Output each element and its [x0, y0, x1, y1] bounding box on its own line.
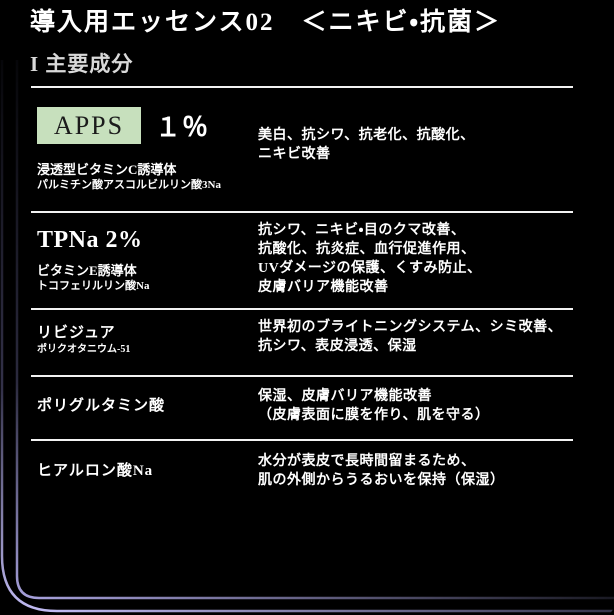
effects-cell: 抗シワ、ニキビ・目のクマ改善、 抗酸化、抗炎症、血行促進作用、 UVダメージの保… [258, 213, 573, 308]
ingredient-table: APPS １％ 浸透型ビタミンC誘導体 パルミチン酸アスコルビルリン酸3Na 美… [31, 86, 573, 551]
effects-line: 抗シワ、ニキビ・目のクマ改善、 [258, 223, 466, 238]
effects-line: 肌の外側からうるおいを保持（保湿） [258, 473, 505, 488]
ingredient-chemical: パルミチン酸アスコルビルリン酸3Na [37, 179, 221, 191]
effects-cell: 保湿、皮膚バリア機能改善 （皮膚表面に膜を作り、肌を守る） [258, 377, 573, 439]
effects-cell: 美白、抗シワ、抗老化、抗酸化、 ニキビ改善 [258, 88, 573, 211]
table-row-hyaluronic-acid: ヒアルロン酸Na 水分が表皮で長時間留まるため、 肌の外側からうるおいを保持（保… [31, 441, 573, 551]
ingredient-concentration: １％ [155, 113, 210, 142]
effects-line: 皮膚バリア機能改善 [258, 280, 389, 295]
effects-cell: 水分が表皮で長時間留まるため、 肌の外側からうるおいを保持（保湿） [258, 441, 573, 551]
ingredient-cell: リビジュア ポリクオタニウム-51 [31, 310, 258, 375]
ingredient-cell: ヒアルロン酸Na [31, 441, 258, 551]
ingredient-chemical: ポリクオタニウム-51 [37, 344, 131, 355]
table-row-tpna: TPNa 2% ビタミンE誘導体 トコフェリルリン酸Na 抗シワ、ニキビ・目のク… [31, 213, 573, 310]
ingredient-name: TPNa 2% [37, 227, 143, 253]
effects-line: 世界初のブライトニングシステム、シミ改善、 [258, 320, 563, 335]
ingredient-subtitle: ビタミンE誘導体 [37, 263, 137, 278]
apps-badge: APPS [37, 107, 141, 144]
effects-line: 美白、抗シワ、抗老化、抗酸化、 [258, 128, 475, 143]
ingredient-chemical: トコフェリルリン酸Na [37, 280, 150, 292]
effects-cell: 世界初のブライトニングシステム、シミ改善、 抗シワ、表皮浸透、保湿 [258, 310, 573, 375]
ingredient-name: ヒアルロン酸Na [37, 463, 154, 479]
ingredient-name: リビジュア [37, 325, 116, 341]
ingredient-subtitle: 浸透型ビタミンC誘導体 [37, 162, 177, 177]
table-row-lipidure: リビジュア ポリクオタニウム-51 世界初のブライトニングシステム、シミ改善、 … [31, 310, 573, 377]
ingredient-name: ポリグルタミン酸 [37, 398, 166, 414]
effects-line: 水分が表皮で長時間留まるため、 [258, 454, 476, 469]
ingredient-cell: APPS １％ 浸透型ビタミンC誘導体 パルミチン酸アスコルビルリン酸3Na [31, 88, 258, 211]
table-row-polyglutamic-acid: ポリグルタミン酸 保湿、皮膚バリア機能改善 （皮膚表面に膜を作り、肌を守る） [31, 377, 573, 441]
ingredient-cell: ポリグルタミン酸 [31, 377, 258, 439]
effects-line: UVダメージの保護、くすみ防止、 [258, 261, 482, 276]
effects-line: 保湿、皮膚バリア機能改善 [258, 389, 432, 404]
effects-line: ニキビ改善 [258, 147, 331, 162]
effects-line: 抗酸化、抗炎症、血行促進作用、 [258, 242, 476, 257]
effects-line: （皮膚表面に膜を作り、肌を守る） [258, 408, 490, 423]
section-heading: I 主要成分 [30, 52, 134, 76]
page-title: 導入用エッセンス02 ＜ニキビ・抗菌＞ [30, 9, 502, 36]
ingredient-cell: TPNa 2% ビタミンE誘導体 トコフェリルリン酸Na [31, 213, 258, 308]
table-row-apps: APPS １％ 浸透型ビタミンC誘導体 パルミチン酸アスコルビルリン酸3Na 美… [31, 88, 573, 213]
ingredient-name: APPS [53, 110, 125, 140]
apps-headline: APPS １％ [37, 107, 258, 144]
effects-line: 抗シワ、表皮浸透、保湿 [258, 339, 417, 354]
